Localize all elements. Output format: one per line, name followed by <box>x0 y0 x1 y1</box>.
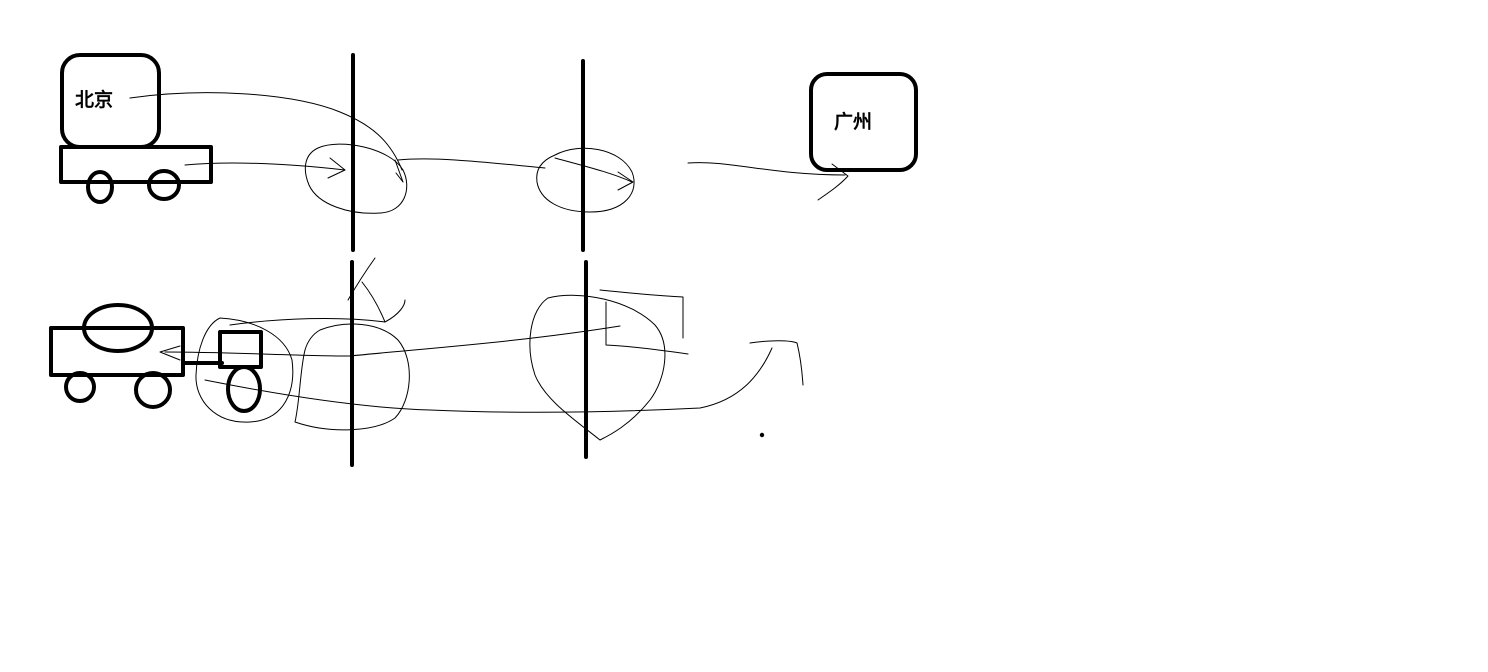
arrow-into-right-circle <box>554 157 633 183</box>
tanker-cab-wheel <box>226 365 262 413</box>
connector-bottom-lower <box>204 347 773 413</box>
divider-line-left <box>350 53 355 467</box>
beijing-truck-bed <box>59 145 213 184</box>
arrow-bed-head <box>327 157 346 179</box>
crossing-circle-bottom-right <box>529 294 666 441</box>
arrow-guangzhou-head <box>817 163 849 201</box>
top-row-strokes <box>129 92 849 214</box>
guangzhou-label: 广州 <box>834 110 872 133</box>
connector-bottom-upper <box>164 325 621 357</box>
beijing-label: 北京 <box>75 88 113 111</box>
crossing-circle-top-right <box>536 147 635 213</box>
crossing-circle-top-left <box>304 143 408 214</box>
line-cab-to-divider <box>229 299 406 326</box>
beijing-truck-wheel-front <box>86 170 114 204</box>
crossing-circle-bottom-left <box>294 323 410 431</box>
bracket-right-divider <box>599 289 689 355</box>
divider-line-right <box>581 59 588 459</box>
x-scribble <box>347 257 386 323</box>
tanker-trailer-bed <box>49 326 185 377</box>
arrow-back-to-tanker <box>159 345 181 361</box>
arrow-bed-to-circle <box>184 162 346 171</box>
connector-top-middle <box>397 158 546 169</box>
arc-arrow-head <box>394 159 404 183</box>
hook-far-right <box>749 340 804 386</box>
tanker-wheel-rear <box>134 371 172 409</box>
guangzhou-box <box>809 72 918 172</box>
tanker-wheel-front <box>64 371 96 403</box>
tanker-cab <box>218 330 263 369</box>
guangzhou-node: 广州 <box>809 72 918 172</box>
scribble-around-cab <box>195 317 294 423</box>
beijing-truck-wheel-rear <box>147 169 181 201</box>
arc-arrow-from-beijing <box>129 92 403 171</box>
tanker-truck <box>49 303 263 413</box>
stray-dot <box>759 432 765 438</box>
bottom-row-strokes <box>159 257 804 441</box>
beijing-truck: 北京 <box>59 53 213 204</box>
arrow-to-guangzhou <box>687 162 846 176</box>
arrow-right-circle-head <box>617 171 634 191</box>
